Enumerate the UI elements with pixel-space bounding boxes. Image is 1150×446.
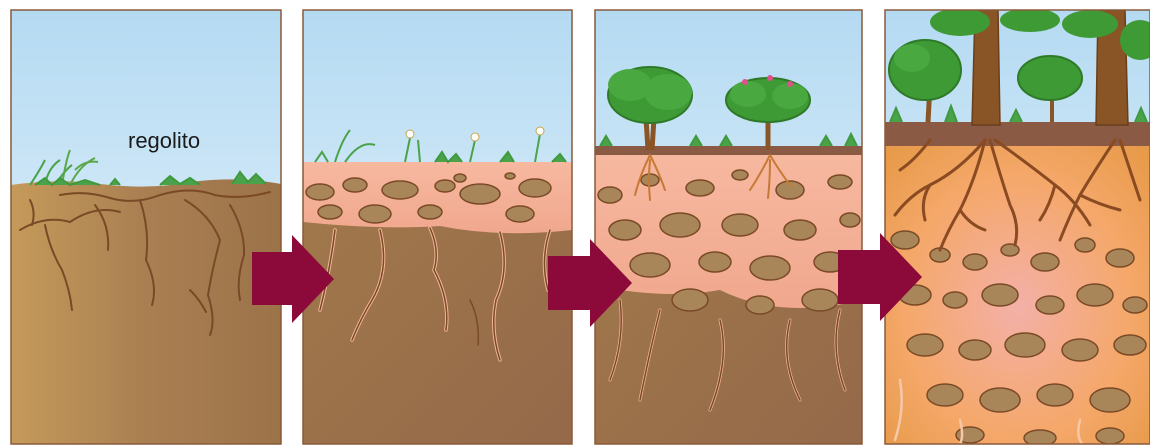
topsoil-layer: [595, 146, 862, 155]
panel-stage-4: [885, 8, 1150, 446]
panel-stage-1: [11, 10, 281, 446]
panel-stage-3: [595, 10, 862, 446]
panel-stage-2: [303, 10, 572, 446]
regolith-label: regolito: [128, 128, 200, 154]
